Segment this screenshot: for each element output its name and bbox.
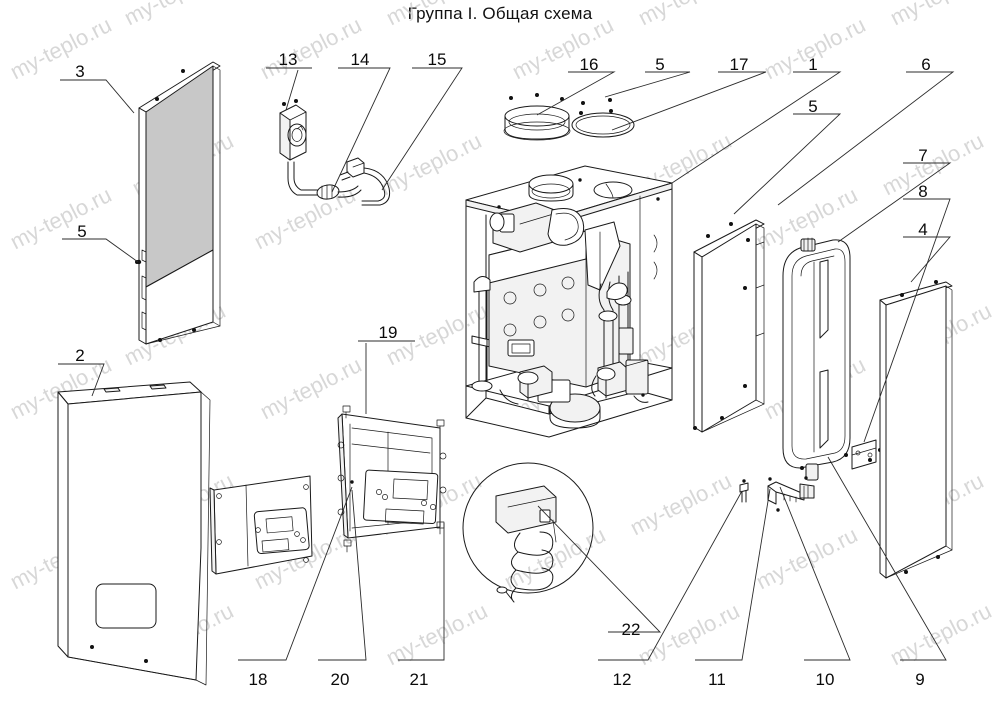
leader-line-16 (536, 71, 616, 116)
leader-line-9 (827, 456, 947, 661)
part-control-panel-fascia (209, 475, 313, 575)
leader-line-13 (266, 67, 312, 111)
part-left-side-panel (135, 61, 221, 345)
callout-10: 10 (815, 670, 835, 689)
part-control-valve-hose (279, 99, 391, 206)
callout-18: 18 (248, 670, 268, 689)
callout-15: 15 (427, 50, 447, 69)
callout-11: 11 (708, 670, 726, 689)
leader-line-5 (604, 71, 691, 98)
callout-5: 5 (77, 222, 87, 241)
leader-line-20 (318, 489, 367, 661)
leader-line-18 (238, 486, 353, 661)
part-control-panel-frame (337, 405, 447, 553)
callout-16: 16 (579, 55, 599, 74)
callout-14: 14 (350, 50, 370, 69)
callout-12: 12 (612, 670, 632, 689)
callout-5: 5 (655, 55, 665, 74)
part-pipe-fittings (739, 476, 815, 512)
leader-line-5 (62, 238, 139, 263)
leader-line-17 (611, 71, 767, 131)
callout-8: 8 (918, 182, 928, 201)
leader-line-11 (695, 488, 771, 661)
callout-5: 5 (808, 97, 818, 116)
callout-4: 4 (918, 220, 928, 239)
part-rear-panel (693, 219, 765, 433)
callout-13: 13 (278, 50, 298, 69)
leader-line-19 (358, 340, 415, 414)
leader-line-5 (733, 113, 842, 215)
leader-line-22 (537, 505, 662, 633)
leader-line-2 (58, 363, 105, 397)
leader-line-14 (331, 67, 391, 193)
callout-20: 20 (330, 670, 350, 689)
callout-1: 1 (808, 55, 818, 74)
leader-line-21 (398, 523, 445, 661)
leader-line-4 (903, 236, 951, 283)
callout-7: 7 (918, 146, 928, 165)
leader-line-6 (777, 71, 955, 206)
leader-line-8 (863, 198, 951, 443)
callout-6: 6 (921, 55, 931, 74)
callout-22: 22 (621, 620, 641, 639)
callout-17: 17 (729, 55, 749, 74)
part-sensor-coiled-cable (462, 462, 594, 603)
callout-21: 21 (409, 670, 429, 689)
leader-line-10 (779, 486, 851, 661)
leader-line-1 (671, 71, 842, 184)
leader-line-3 (60, 79, 135, 114)
part-boiler-chassis (465, 165, 673, 438)
callout-19: 19 (378, 323, 398, 342)
callout-2: 2 (75, 346, 85, 365)
part-gasket-ring (571, 98, 635, 138)
part-fastener-clip-left (136, 259, 142, 265)
leader-line-15 (381, 67, 463, 191)
callout-9: 9 (915, 670, 925, 689)
part-right-side-panel (868, 280, 953, 579)
callout-leaders (58, 67, 955, 661)
page-title: Группа I. Общая схема (407, 4, 593, 23)
callout-3: 3 (75, 62, 85, 81)
part-flue-collar (503, 93, 571, 141)
leader-line-12 (598, 490, 743, 661)
part-expansion-tank (782, 237, 851, 481)
leader-line-7 (837, 162, 952, 243)
part-front-door-panel (57, 381, 211, 686)
